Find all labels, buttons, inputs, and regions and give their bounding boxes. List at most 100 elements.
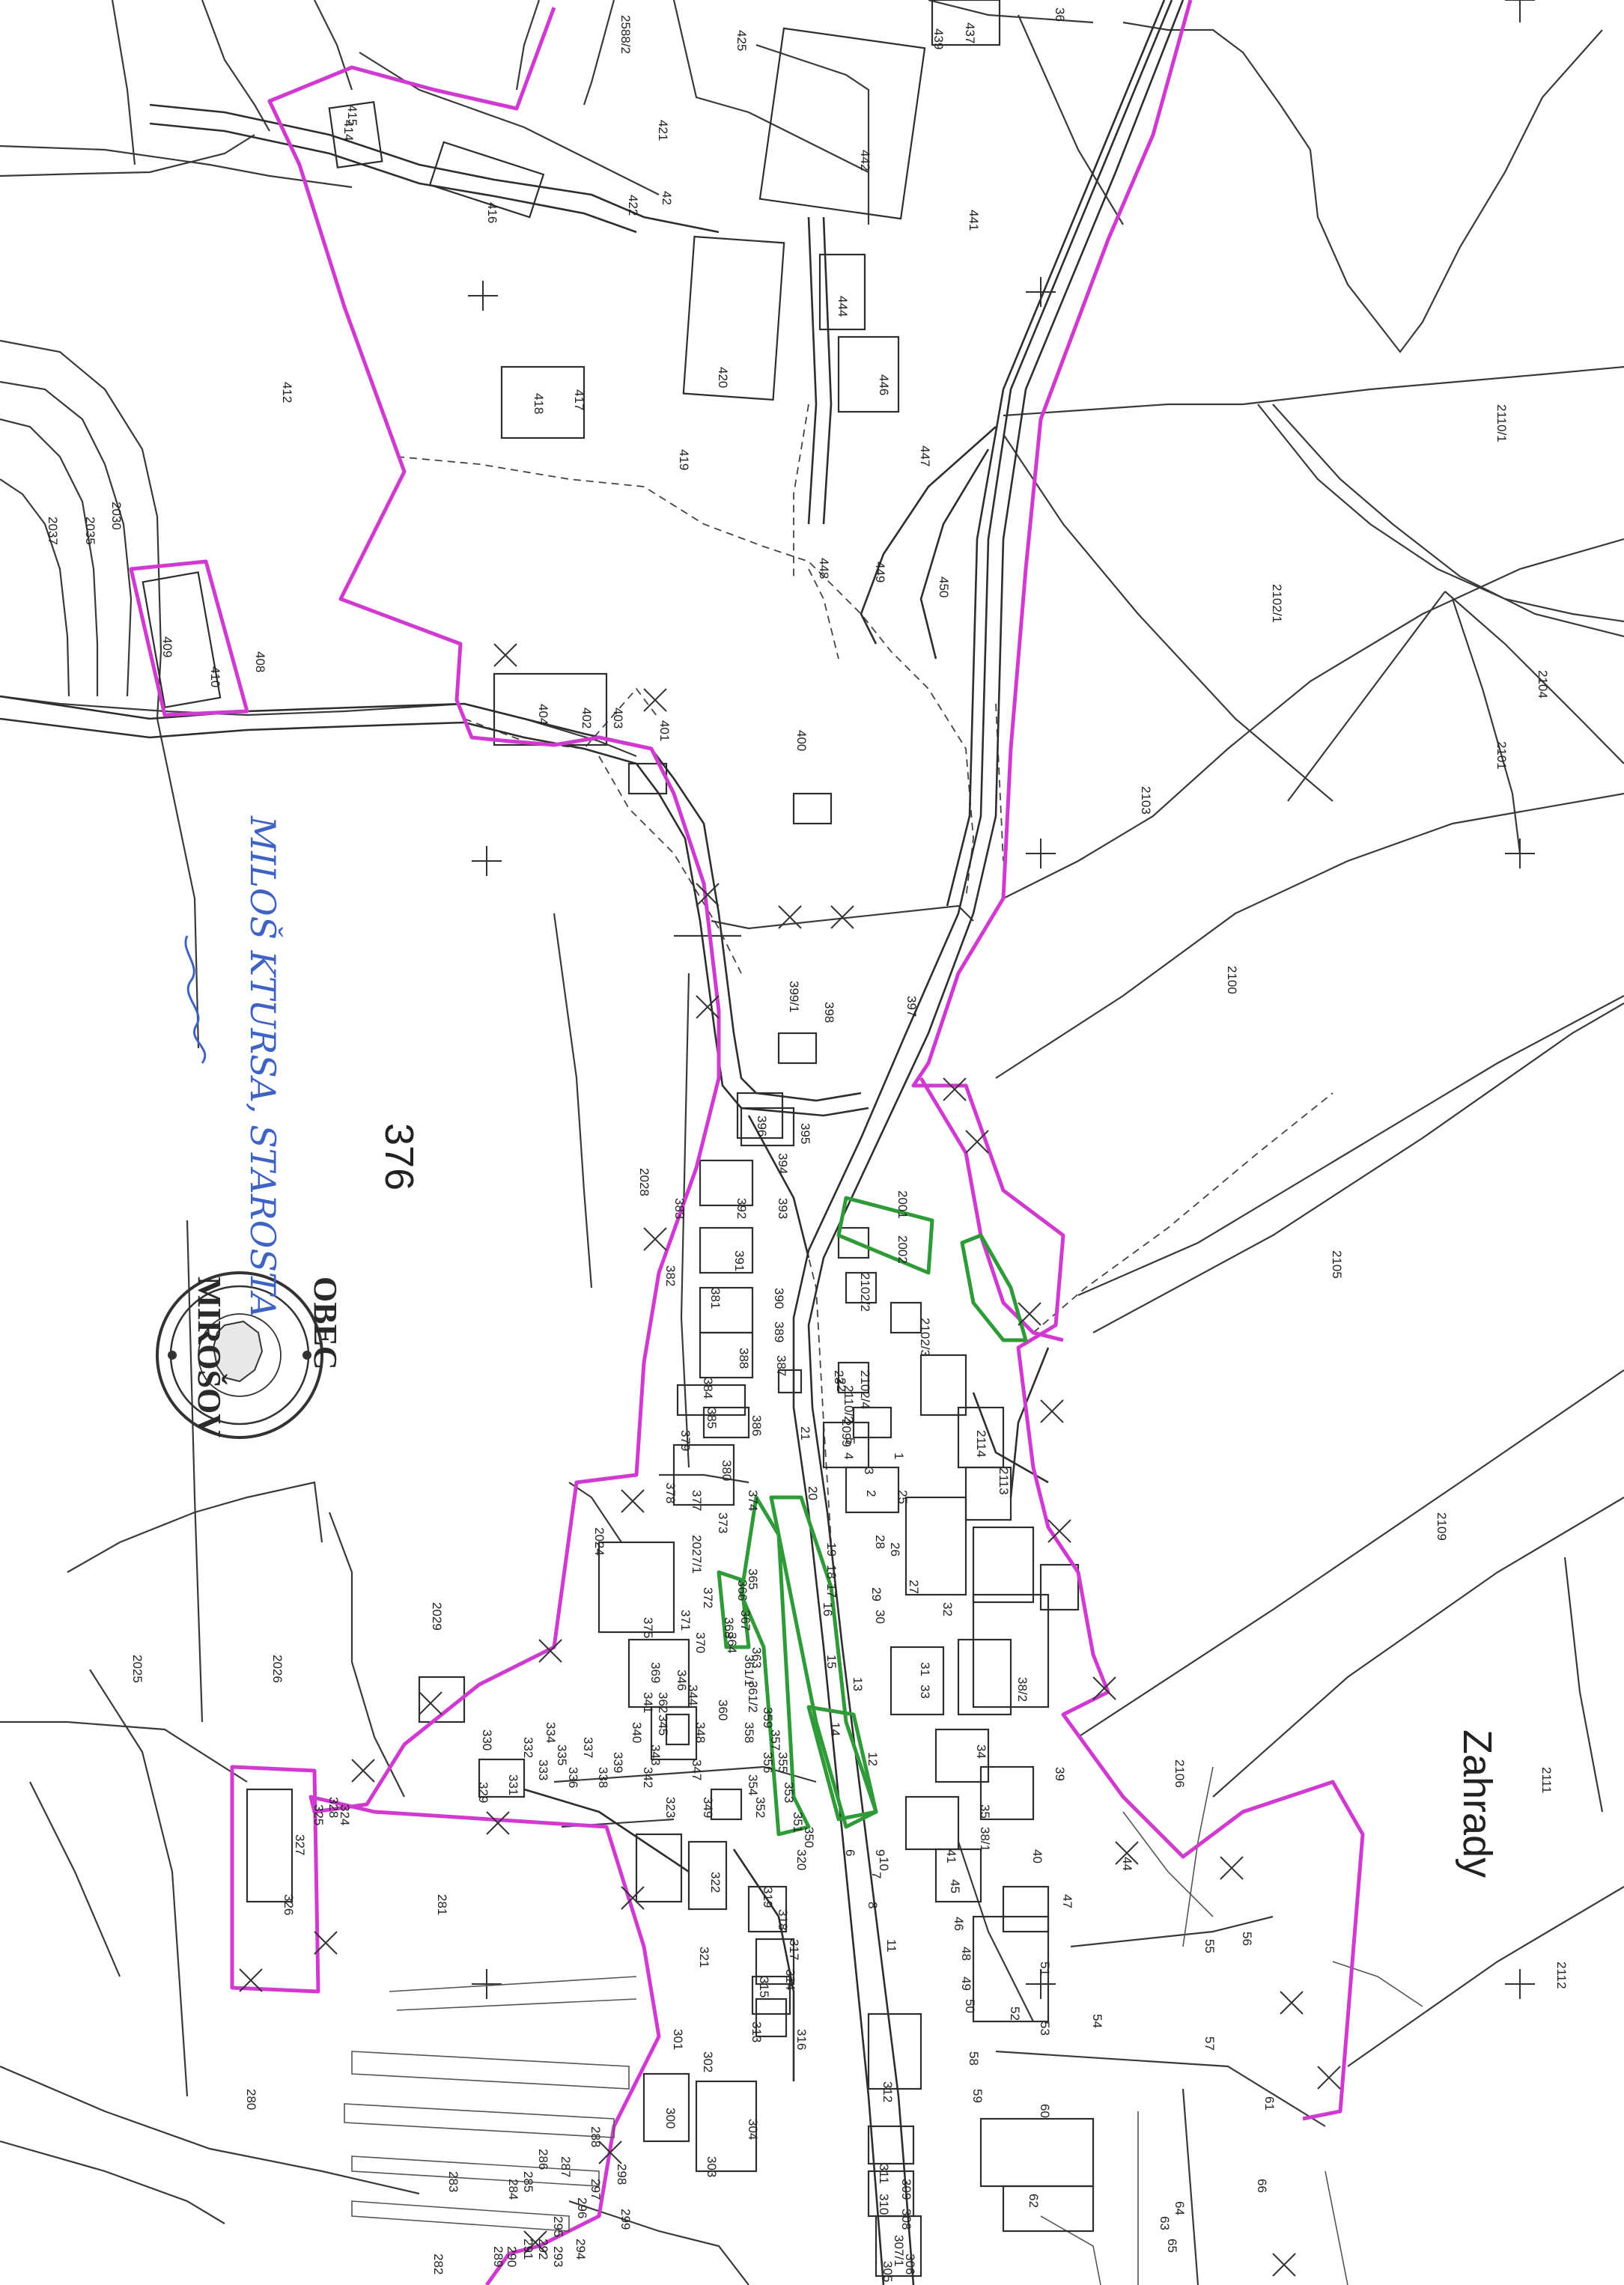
parcel-label: 2026: [270, 1655, 285, 1683]
parcel-label: 15: [824, 1655, 839, 1669]
parcel-label: 299: [618, 2209, 633, 2230]
parcel-label: 324: [338, 1804, 352, 1825]
parcel-label: 4: [842, 1452, 856, 1459]
parcel-label: 16: [821, 1602, 835, 1616]
parcel-label: 27: [907, 1580, 921, 1594]
parcel-label: 9: [873, 1849, 887, 1856]
parcel-label: 2588/2: [618, 15, 633, 54]
parcel-label: 354: [746, 1774, 760, 1795]
parcel-label: 355: [776, 1752, 790, 1773]
parcel-label: 36: [1053, 7, 1067, 22]
parcel-label: 298: [615, 2164, 629, 2185]
parcel-label: 307/1: [892, 2235, 906, 2267]
parcel-label: 30: [873, 1610, 887, 1624]
parcel-label: 360: [716, 1700, 730, 1720]
parcel-label: 38/1: [978, 1827, 992, 1852]
lion-emblem-icon: [212, 1320, 264, 1383]
parcel-label: 2102/1: [1270, 584, 1284, 623]
parcel-label: 330: [480, 1729, 494, 1750]
parcel-label: 54: [1090, 2014, 1104, 2028]
parcel-label: 59: [970, 2089, 985, 2103]
parcel-label: 292: [536, 2239, 550, 2260]
parcel-label: 14: [828, 1722, 842, 1736]
parcel-label: 296: [575, 2197, 589, 2218]
parcel-label: 282: [431, 2254, 445, 2275]
parcel-label: 397: [904, 996, 919, 1017]
parcel-label: 394: [776, 1153, 790, 1174]
parcel-label: 408: [253, 651, 267, 672]
parcel-label: 409: [160, 636, 174, 657]
parcel-label: 316: [794, 2029, 809, 2050]
parcel-label: 31: [918, 1662, 932, 1676]
parcel-label: 291: [521, 2239, 535, 2260]
parcel-label: 19: [824, 1542, 839, 1557]
parcel-label: 412: [280, 382, 294, 403]
parcel-label: 2110/1: [1494, 404, 1509, 442]
parcel-label: 361/2: [746, 1681, 760, 1713]
parcel-label: 332: [521, 1737, 535, 1758]
parcel-label: 333: [536, 1759, 550, 1780]
parcel-label: 58: [967, 2051, 981, 2066]
parcel-label: 287: [559, 2156, 573, 2177]
parcel-label: 304: [746, 2119, 760, 2140]
parcel-label: 2110/2: [842, 1385, 856, 1423]
parcel-label: 2029: [430, 1602, 444, 1631]
parcel-label: 63: [1158, 2216, 1172, 2230]
parcel-label: 2102/3: [918, 1318, 932, 1357]
parcel-label: 439: [931, 28, 946, 49]
parcel-label: 420: [716, 367, 730, 388]
parcel-label: 2001: [895, 1190, 910, 1219]
parcel-label: 306: [903, 2254, 917, 2275]
parcel-label: 35: [978, 1804, 992, 1819]
parcel-label: 2027/1: [690, 1535, 704, 1574]
parcel-label: 371: [678, 1610, 693, 1631]
survey-marks: [239, 0, 1535, 2277]
parcel-label: 55: [1202, 1939, 1217, 1953]
parcel-label: 46: [952, 1917, 966, 1931]
parcel-label: 23: [832, 1370, 846, 1384]
parcel-label: 359: [761, 1707, 775, 1728]
parcel-label: 391: [732, 1250, 746, 1271]
parcel-label: 364: [725, 1632, 739, 1653]
parcel-label: 22: [834, 1378, 848, 1392]
parcel-label: 2102/4: [858, 1370, 872, 1409]
parcel-label: 392: [735, 1198, 749, 1219]
parcel-label: 363: [749, 1647, 764, 1668]
parcel-label: 301: [671, 2029, 685, 2050]
parcel-label: 441: [967, 210, 981, 231]
parcel-label: 365: [746, 1569, 760, 1589]
parcel-label: 21: [798, 1426, 812, 1440]
parcel-label: 8: [866, 1902, 880, 1908]
parcel-label: 64: [1173, 2201, 1187, 2215]
parcel-label: 51: [1038, 1962, 1052, 1976]
parcel-label: 294: [574, 2239, 588, 2260]
parcel-label: 2: [864, 1490, 878, 1497]
parcel-label: 293: [551, 2246, 565, 2267]
parcel-label: 7: [869, 1872, 884, 1878]
parcel-label: 369: [648, 1662, 663, 1683]
parcel-label: 398: [822, 1002, 836, 1023]
parcel-labels: 439 437 36 2588/2 425 441 442 414 415 41…: [46, 7, 1569, 2282]
parcel-label: 373: [716, 1512, 730, 1533]
parcel-label: 395: [798, 1123, 812, 1144]
parcel-label: 2028: [637, 1168, 651, 1196]
parcel-label: 450: [937, 576, 951, 597]
parcel-label: 321: [697, 1947, 711, 1968]
parcel-label: 2114: [974, 1430, 988, 1458]
parcel-label: 320: [794, 1849, 809, 1870]
parcel-label: 2105: [1330, 1250, 1344, 1279]
parcel-label: 11: [884, 1939, 898, 1953]
buildings: [142, 0, 1095, 2278]
parcel-label: 345: [656, 1714, 670, 1735]
parcel-label: 295: [551, 2216, 565, 2237]
parcel-label: 418: [532, 393, 546, 414]
parcel-label: 378: [663, 1482, 678, 1503]
parcel-label: 297: [589, 2179, 603, 2200]
parcel-label: 18: [824, 1565, 839, 1579]
municipal-stamp: OBEC MIROŠOV: [156, 1271, 344, 1439]
parcel-label: 33: [918, 1685, 932, 1699]
highlighted-parcels: [717, 1196, 1028, 1837]
parcel-label: 45: [948, 1879, 962, 1893]
parcel-label: 61: [1262, 2096, 1277, 2111]
parcel-label: 2002: [895, 1235, 910, 1264]
